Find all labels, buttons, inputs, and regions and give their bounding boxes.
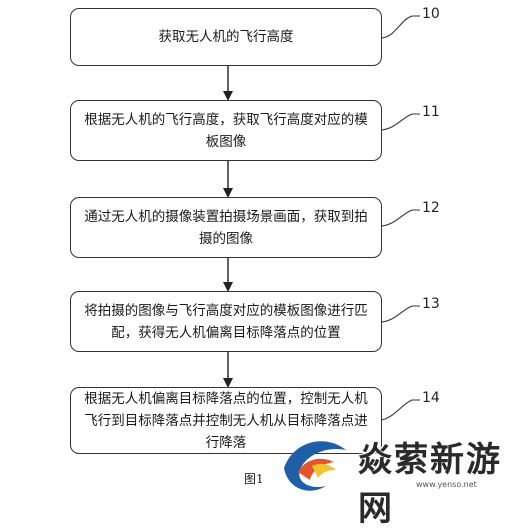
- step-box-10: 获取无人机的飞行高度: [70, 8, 382, 66]
- watermark-logo-icon: [284, 441, 346, 491]
- step-number-10: 10: [422, 6, 440, 22]
- step-text: 通过无人机的摄像装置拍摄场景画面，获取到拍摄的图像: [84, 208, 368, 247]
- step-number-14: 14: [422, 390, 440, 406]
- step-box-11: 根据无人机的飞行高度，获取飞行高度对应的模板图像: [70, 100, 382, 161]
- leader-14: [381, 399, 420, 421]
- leader-13: [381, 305, 420, 323]
- step-box-13: 将拍摄的图像与飞行高度对应的模板图像进行匹配，获得无人机偏离目标降落点的位置: [70, 291, 382, 352]
- figure-caption: 图1: [244, 472, 264, 486]
- watermark: 焱萦新游网 www.yenso.net: [276, 428, 526, 529]
- watermark-url: www.yenso.net: [416, 480, 477, 489]
- step-text: 获取无人机的飞行高度: [158, 29, 294, 45]
- step-number-12: 12: [422, 200, 440, 216]
- step-text: 根据无人机的飞行高度，获取飞行高度对应的模板图像: [84, 111, 368, 150]
- leader-11: [381, 113, 420, 131]
- leader-12: [381, 209, 420, 227]
- flowchart: 获取无人机的飞行高度 根据无人机的飞行高度，获取飞行高度对应的模板图像 通过无人…: [70, 6, 526, 529]
- leader-10: [381, 15, 420, 39]
- step-box-12: 通过无人机的摄像装置拍摄场景画面，获取到拍摄的图像: [70, 197, 382, 258]
- step-number-11: 11: [422, 104, 440, 120]
- step-text: 将拍摄的图像与飞行高度对应的模板图像进行匹配，获得无人机偏离目标降落点的位置: [84, 302, 368, 341]
- flowchart-connectors: [223, 15, 420, 421]
- step-number-13: 13: [422, 296, 440, 312]
- step-text: 根据无人机偏离目标降落点的位置，控制无人机飞行到目标降落点并控制无人机从目标降落…: [84, 390, 368, 451]
